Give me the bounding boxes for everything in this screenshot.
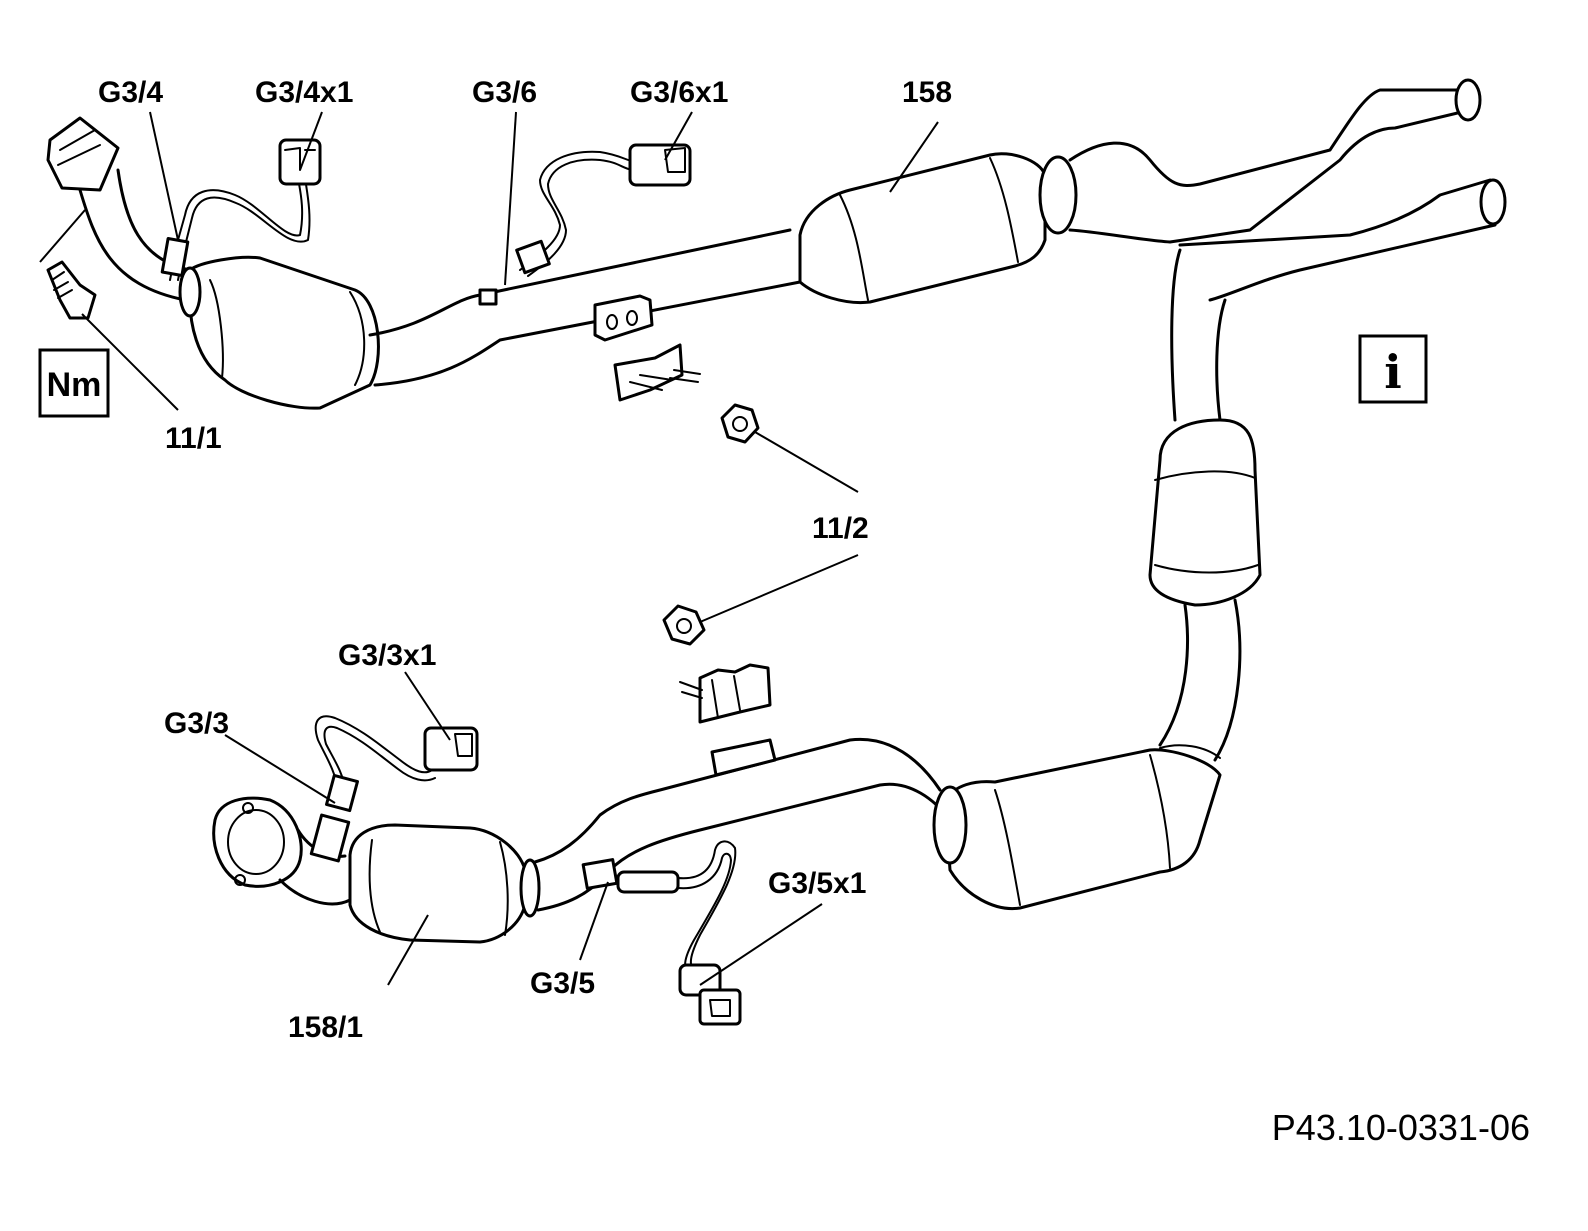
label-g3-5x1: G3/5x1: [768, 867, 866, 900]
sensor-g3-5: [581, 840, 742, 1026]
label-g3-6x1: G3/6x1: [630, 76, 728, 109]
upper-front-catalyst: [188, 255, 380, 410]
nut-11-2-lower: [662, 604, 706, 646]
middle-catalyst: [1148, 418, 1262, 607]
label-g3-3: G3/3: [164, 707, 229, 740]
label-g3-4: G3/4: [98, 76, 163, 109]
upper-bracket: [593, 294, 701, 402]
label-11-1: 11/1: [165, 422, 222, 455]
rear-catalyst: [943, 748, 1222, 911]
torque-symbol-text: Nm: [47, 366, 102, 404]
lower-hanger-bracket: [679, 663, 772, 724]
label-g3-4x1: G3/4x1: [255, 76, 353, 109]
info-icon: i: [1358, 334, 1428, 404]
lower-exhaust-line: [212, 737, 1222, 944]
torque-symbol: Nm: [38, 348, 110, 418]
label-g3-6: G3/6: [472, 76, 537, 109]
label-11-2: 11/2: [812, 512, 869, 545]
label-158-1: 158/1: [288, 1011, 363, 1044]
info-icon-text: i: [1384, 345, 1401, 399]
catalyst-158: [798, 152, 1047, 305]
sensor-g3-6: [478, 143, 692, 306]
figure-reference-number: P43.10-0331-06: [1272, 1107, 1530, 1148]
upper-exhaust-line: [46, 78, 1507, 762]
label-g3-5: G3/5: [530, 967, 595, 1000]
sensor-g3-4: [160, 138, 322, 281]
sensor-g3-3: [309, 715, 479, 863]
label-g3-3x1: G3/3x1: [338, 639, 436, 672]
nut-11-2-upper: [720, 403, 760, 444]
bolt-11-1: [46, 260, 97, 320]
label-158: 158: [902, 76, 952, 109]
